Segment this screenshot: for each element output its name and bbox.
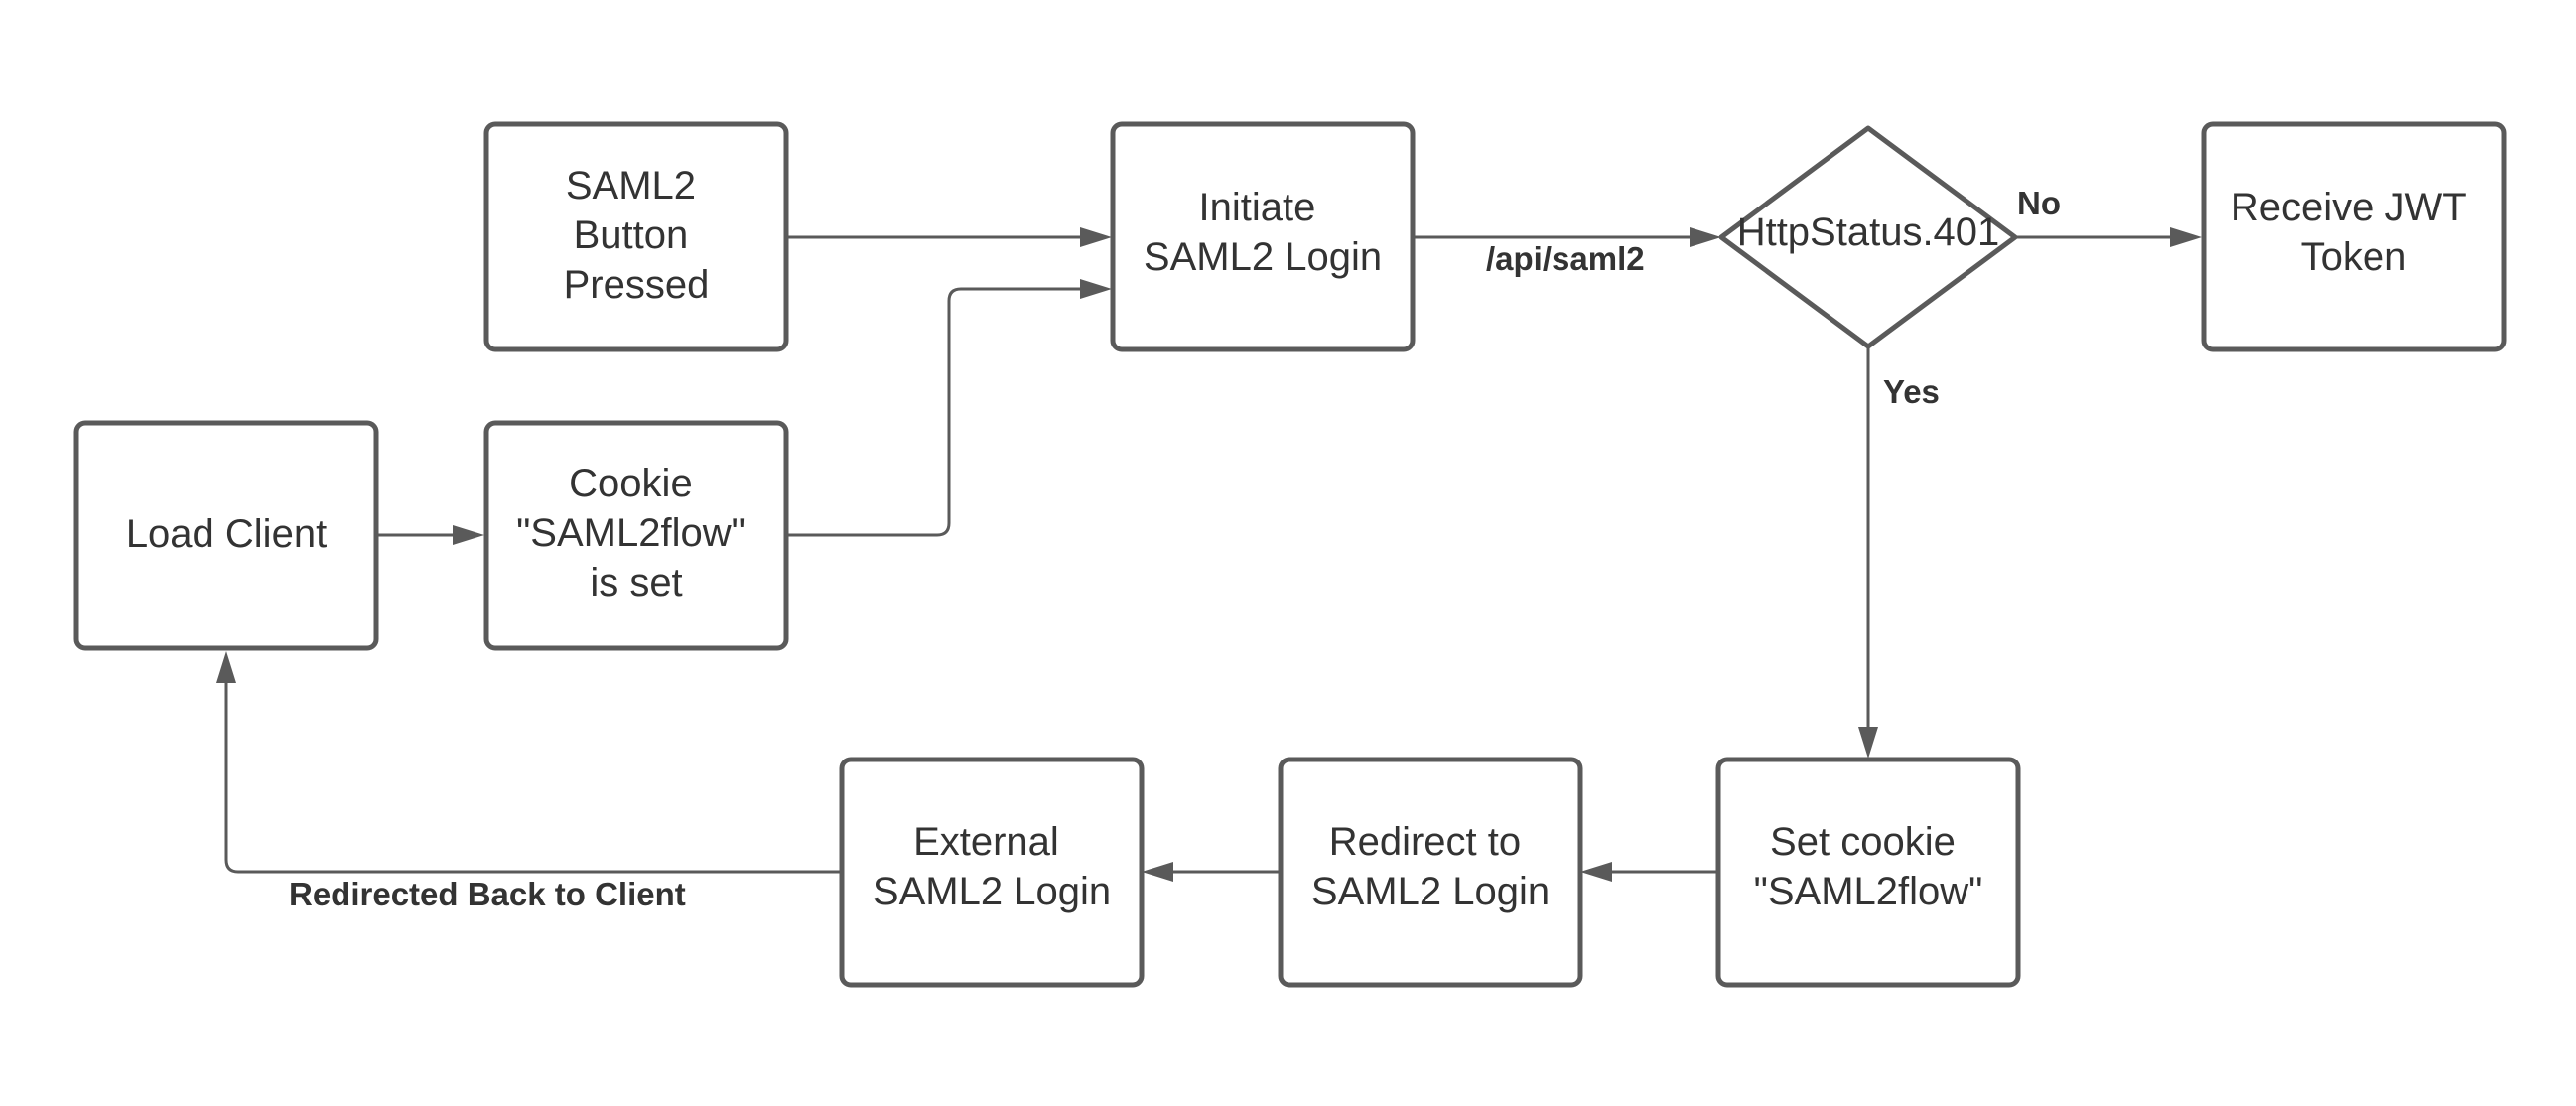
arrowhead-setcookie-to-redirect <box>1580 862 1612 882</box>
node-box <box>483 121 789 352</box>
node-label-line: Button <box>574 213 689 257</box>
arrowhead-cookie-to-initiate <box>1080 279 1112 299</box>
node-redirect-to-saml2-login: Redirect to SAML2 Login <box>1278 757 1583 988</box>
node-set-cookie-saml2flow: Set cookie "SAML2flow" <box>1715 757 2021 988</box>
node-label-line: Load Client <box>126 512 327 556</box>
node-cookie-saml2flow-is-set: Cookie "SAML2flow" is set <box>483 420 789 651</box>
edge-label-api-saml2: /api/saml2 <box>1486 240 1645 277</box>
node-label-line: SAML2 Login <box>1144 235 1382 279</box>
node-httpstatus-401-decision: HttpStatus.401 <box>1718 125 2018 349</box>
node-label: Set cookie "SAML2flow" <box>1754 820 1983 913</box>
node-label-line: "SAML2flow" <box>1754 870 1983 913</box>
node-label: External SAML2 Login <box>873 820 1111 913</box>
arrowhead-external-to-loadclient <box>216 651 236 683</box>
node-label-line: Redirect to <box>1329 820 1521 864</box>
node-box <box>483 420 789 651</box>
node-label-line: Initiate <box>1199 186 1316 229</box>
node-label-line: Set cookie <box>1770 820 1956 864</box>
arrowhead-loadclient-to-cookie <box>453 525 484 545</box>
decision-label: HttpStatus.401 <box>1737 210 2000 254</box>
node-receive-jwt-token: Receive JWT Token <box>2201 121 2507 352</box>
node-box <box>2201 121 2507 352</box>
node-label: SAML2 Button Pressed <box>564 164 710 307</box>
node-label-line: Cookie <box>569 462 693 505</box>
node-label: Load Client <box>126 512 327 556</box>
node-label-line: Pressed <box>564 263 710 307</box>
node-label-line: SAML2 Login <box>873 870 1111 913</box>
node-label-line: Receive JWT <box>2231 186 2466 229</box>
node-load-client: Load Client <box>73 420 379 651</box>
node-label: Initiate SAML2 Login <box>1144 186 1382 279</box>
edge-label-redirected-back: Redirected Back to Client <box>289 876 686 912</box>
edges <box>216 227 2202 882</box>
node-label: Redirect to SAML2 Login <box>1311 820 1550 913</box>
edge-label-no: No <box>2017 185 2061 221</box>
arrowhead-initiate-to-status <box>1690 227 1721 247</box>
decision-diamond <box>1718 125 2018 349</box>
node-label: Cookie "SAML2flow" is set <box>516 462 756 605</box>
arrowhead-button-to-initiate <box>1080 227 1112 247</box>
node-box <box>839 757 1145 988</box>
node-saml2-button-pressed: SAML2 Button Pressed <box>483 121 789 352</box>
node-label-line: SAML2 Login <box>1311 870 1550 913</box>
arrowhead-redirect-to-external <box>1142 862 1173 882</box>
node-label-line: External <box>913 820 1059 864</box>
node-label-line: "SAML2flow" <box>516 511 746 555</box>
edge-label-yes: Yes <box>1883 373 1940 410</box>
edge-cookie-to-initiate <box>787 287 1090 537</box>
node-label-line: is set <box>590 561 682 605</box>
arrowhead-status-to-jwt <box>2170 227 2202 247</box>
node-initiate-saml2-login: Initiate SAML2 Login <box>1110 121 1416 352</box>
node-box <box>73 420 379 651</box>
node-external-saml2-login: External SAML2 Login <box>839 757 1145 988</box>
node-box <box>1110 121 1416 352</box>
node-label: Receive JWT Token <box>2231 186 2477 279</box>
node-label-line: Token <box>2301 235 2407 279</box>
edge-external-to-loadclient <box>224 673 842 874</box>
arrowhead-status-to-setcookie <box>1858 727 1878 759</box>
node-label-line: SAML2 <box>566 164 696 207</box>
node-box <box>1715 757 2021 988</box>
node-box <box>1278 757 1583 988</box>
